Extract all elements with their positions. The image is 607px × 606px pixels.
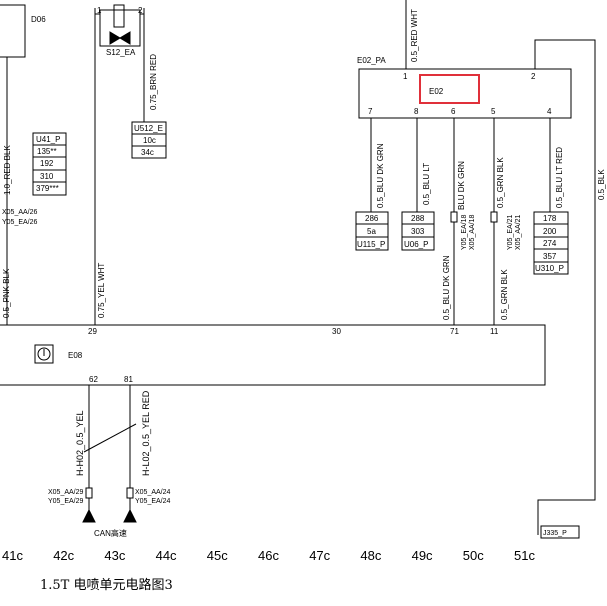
u41-row: 379*** (36, 184, 59, 193)
grid-label: 48c (360, 548, 381, 563)
u06-row: 288 (411, 214, 425, 223)
twist-mark (83, 423, 137, 453)
u41-row: 192 (40, 159, 54, 168)
u310-row: 357 (543, 252, 557, 261)
wire-label: 0.5_BLU DK GRN (376, 143, 385, 208)
wire-label: 0.5_BLK (597, 169, 606, 200)
grid-label: 43c (104, 548, 125, 563)
u512-box (131, 121, 167, 159)
e02-label: E02 (429, 87, 444, 96)
e08-box (0, 324, 546, 386)
wire-label: 0.5_BLU DK GRN (442, 255, 451, 320)
wire-label: H-H02_0.5_YEL (75, 410, 85, 476)
s12-pin1: 1 (97, 6, 102, 15)
e02-pin: 5 (491, 107, 496, 116)
u115-label: U115_P (357, 240, 385, 249)
splice-label: Y05_EA/29 (48, 498, 84, 505)
can-connector-right (123, 508, 137, 523)
u310-row: 274 (543, 239, 557, 248)
wire-label: 0.75_YEL WHT (97, 263, 106, 318)
e02-box (358, 68, 572, 119)
u310-box (533, 211, 569, 275)
e08-pin: 62 (89, 375, 98, 384)
wire-label: 0.5_GRN BLK (496, 157, 505, 208)
wire-label: 0.5_BLU LT (422, 163, 431, 205)
u115-box (355, 211, 389, 251)
wire-label: H-L02_0.5_YEL RED (141, 390, 151, 476)
e08-pin: 81 (124, 375, 133, 384)
grid-label: 41c (2, 548, 23, 563)
e02-pin: 6 (451, 107, 456, 116)
grid-label: 42c (53, 548, 74, 563)
e02-pin: 4 (547, 107, 552, 116)
u41-box (32, 132, 67, 196)
grid-label: 45c (207, 548, 228, 563)
j335-box (540, 525, 580, 539)
u512-row: 10c (143, 136, 156, 145)
can-label: CAN高速 (94, 528, 127, 538)
wire-label: 0.75_BRN RED (149, 54, 158, 110)
e02-pin: 2 (531, 72, 536, 81)
grid-label: 44c (156, 548, 177, 563)
u310-row: 178 (543, 214, 557, 223)
e02-pin: 7 (368, 107, 373, 116)
splice-label: X05_AA/29 (48, 489, 84, 496)
wire-blk (534, 39, 596, 535)
u512-row: 34c (141, 148, 154, 157)
u06-label: U06_P (404, 240, 428, 249)
u41-row: 135** (37, 147, 57, 156)
grid-label: 49c (412, 548, 433, 563)
wire-label: 0.5_GRN BLK (500, 269, 509, 320)
j335-label: J335_P (543, 530, 567, 537)
grid-label: 47c (309, 548, 330, 563)
s12-pin2: 2 (138, 6, 143, 15)
e02-pin: 1 (403, 72, 408, 81)
splice-label: Y05_EA/18 (461, 214, 468, 250)
grid-labels: 41c 42c 43c 44c 45c 46c 47c 48c 49c 50c 51c (2, 548, 535, 563)
u06-box (401, 211, 435, 251)
wire-label: 1.0_RED BLK (3, 145, 12, 195)
e08-pin: 71 (450, 327, 459, 336)
splice-label: Y05_EA/24 (135, 498, 171, 505)
can-connector-left (82, 508, 96, 523)
splice-label: X05_AA/18 (469, 214, 476, 250)
page-caption: 1.5T 电喷单元电路图3 (40, 578, 173, 593)
splice-label: X05_AA/21 (515, 214, 522, 250)
splice-label: Y05_EA/21 (507, 214, 514, 250)
u115-row: 286 (365, 214, 379, 223)
grid-label: 51c (514, 548, 535, 563)
s12-body (99, 9, 141, 47)
s12-label: S12_EA (106, 48, 136, 57)
splice-label: X05_AA/24 (135, 489, 171, 496)
e02-highlight (419, 74, 480, 104)
u310-label: U310_P (535, 264, 564, 273)
grid-label: 50c (463, 548, 484, 563)
e08-pin: 11 (490, 327, 499, 336)
u115-row: 5a (367, 227, 376, 236)
e02-pa-label: E02_PA (357, 56, 386, 65)
d06-label: D06 (31, 15, 46, 24)
wire-label: 0.5_RED WHT (410, 9, 419, 62)
splice-label: X05_AA/26 (2, 209, 38, 216)
valve-icon (109, 31, 121, 45)
u310-row: 200 (543, 227, 557, 236)
d06-box (0, 4, 26, 58)
u512-label: U512_E (134, 124, 163, 133)
splice-label: Y05_EA/26 (2, 219, 38, 226)
grid-label: 46c (258, 548, 279, 563)
u06-row: 303 (411, 227, 425, 236)
e08-pin: 29 (88, 327, 97, 336)
e08-pin: 30 (332, 327, 341, 336)
wire-label: BLU DK GRN (457, 161, 466, 210)
u41-row: 310 (40, 172, 54, 181)
ecu-icon (34, 344, 54, 364)
wire-label: 0.5_PNK BLK (2, 268, 11, 318)
wire-label: 0.5_BLU LT RED (555, 147, 564, 208)
u41-label: U41_P (36, 135, 60, 144)
s12-coil (113, 4, 125, 28)
e08-label: E08 (68, 351, 83, 360)
e02-pin: 8 (414, 107, 419, 116)
